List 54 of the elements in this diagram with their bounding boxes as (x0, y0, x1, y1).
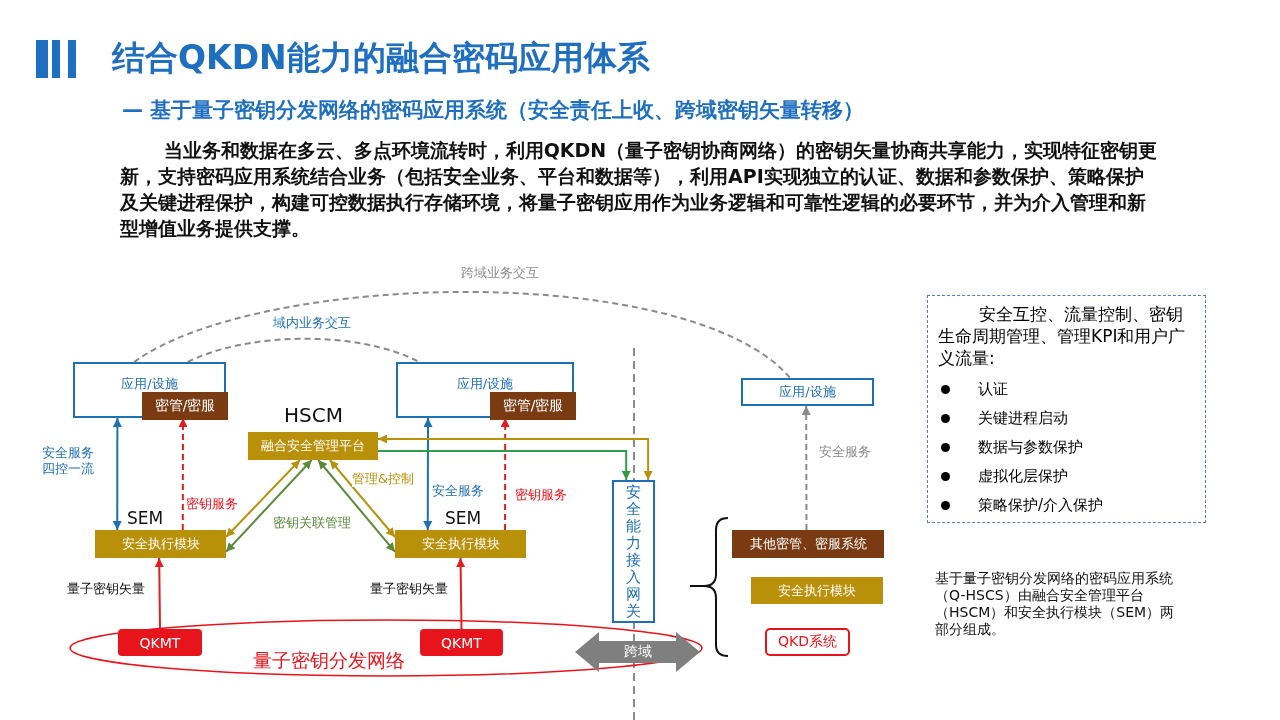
edge-label: 量子密钥矢量 (67, 581, 145, 597)
arrow (328, 459, 396, 538)
edge-label: 密钥关联管理 (273, 515, 351, 531)
module-box: 安全执行模块 (95, 530, 226, 558)
arrow (225, 459, 313, 553)
edge-label: 量子密钥矢量 (370, 581, 448, 597)
node-caption: SEM (127, 508, 164, 528)
platform-box: 融合安全管理平台 (248, 432, 378, 460)
edge-label: 密钥服务 (186, 496, 238, 512)
connector-line (186, 337, 421, 363)
qkmt-box: QKMT (420, 629, 503, 656)
qkmt-box: QKMT (118, 629, 202, 656)
edge-label: 跨域业务交互 (461, 265, 539, 281)
arrow (377, 434, 653, 481)
app-box: 应用/设施 密管/密服 (73, 362, 226, 418)
module-box: 安全执行模块 (395, 530, 526, 558)
app-box: 应用/设施 密管/密服 (396, 362, 574, 418)
module-box: 安全执行模块 (751, 577, 883, 604)
bullet-item: 虚拟化层保护 (938, 462, 1197, 491)
bullet-item: 关键进程启动 (938, 404, 1197, 433)
arrow (112, 417, 122, 531)
connector-line (133, 291, 792, 379)
key-service-box: 密管/密服 (142, 392, 228, 420)
edge-label: 安全服务 (819, 444, 871, 460)
gateway-box: 安全能力接入网关 (612, 480, 655, 623)
app-box: 应用/设施 (741, 378, 874, 406)
key-service-box: 密管/密服 (490, 392, 576, 420)
dashed-note-box (927, 295, 1206, 523)
arrow (377, 450, 631, 481)
key-service-box: 其他密管、密服系统 (732, 530, 884, 558)
subtitle: — 基于量子密钥分发网络的密码应用系统（安全责任上收、跨域密钥矢量转移） (122, 97, 866, 124)
arrow (423, 417, 433, 531)
caption-text: 基于量子密钥分发网络的密码应用系统（Q-HSCS）由融合安全管理平台（HSCM）和安全执行模块（SEM）两部分组成。 (935, 570, 1175, 638)
bullet-item: 数据与参数保护 (938, 433, 1197, 462)
edge-label: 安全服务 (432, 483, 484, 499)
arrow (500, 417, 510, 531)
bullet-item: 认证 (938, 375, 1197, 404)
arrow (225, 459, 301, 538)
edge-label: 密钥服务 (515, 487, 567, 503)
arrow (178, 417, 188, 531)
double-arrow: 跨域 (575, 632, 700, 672)
edge-label: 管理&控制 (352, 471, 415, 487)
node-caption: SEM (445, 508, 482, 528)
title: 结合QKDN能力的融合密码应用体系 (112, 37, 650, 79)
arrow (317, 459, 396, 553)
arrow (456, 557, 466, 630)
note-heading: 安全互控、流量控制、密钥生命周期管理、管理KPI和用户广义流量: (938, 303, 1187, 369)
node-caption: HSCM (284, 403, 343, 427)
arrow (801, 405, 811, 531)
qkd-box: QKD系统 (765, 628, 850, 656)
paragraph: 当业务和数据在多云、多点环境流转时，利用QKDN（量子密钥协商网络）的密钥矢量协商共享能力，实现特征密钥更新，支持密码应用系统结合业务（包括安全业务、平台和数据等），利用API实现独立的认证、数据和参数保护、策略保护及关键进程保护，构建可控数据执行存储环境，将量子密钥应用作为业务逻辑和可靠性逻辑的必要环节，并为介入管理和新型增值业务提供支撑。 (120, 138, 1159, 241)
arrow (154, 557, 164, 630)
bullet-item: 策略保护/介入保护 (938, 491, 1197, 520)
edge-label: 域内业务交互 (273, 315, 351, 331)
